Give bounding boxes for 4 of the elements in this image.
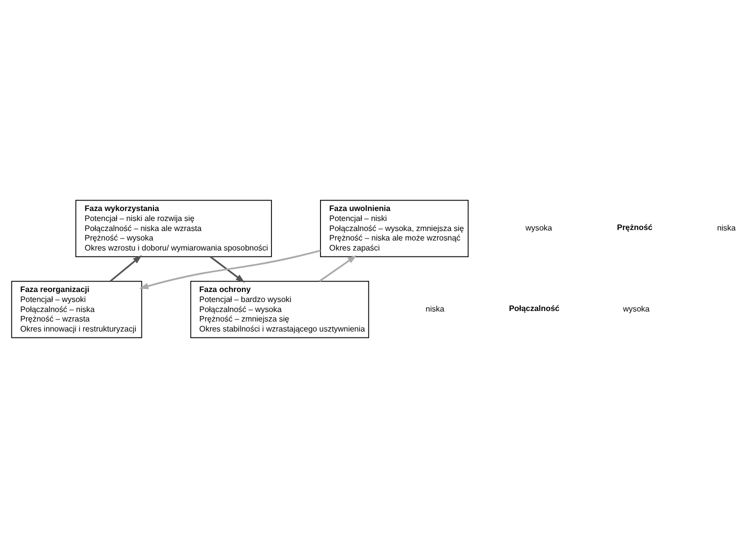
arrow — [210, 256, 245, 282]
arrow — [319, 254, 357, 282]
arrow — [139, 249, 321, 289]
arrow — [110, 254, 142, 282]
